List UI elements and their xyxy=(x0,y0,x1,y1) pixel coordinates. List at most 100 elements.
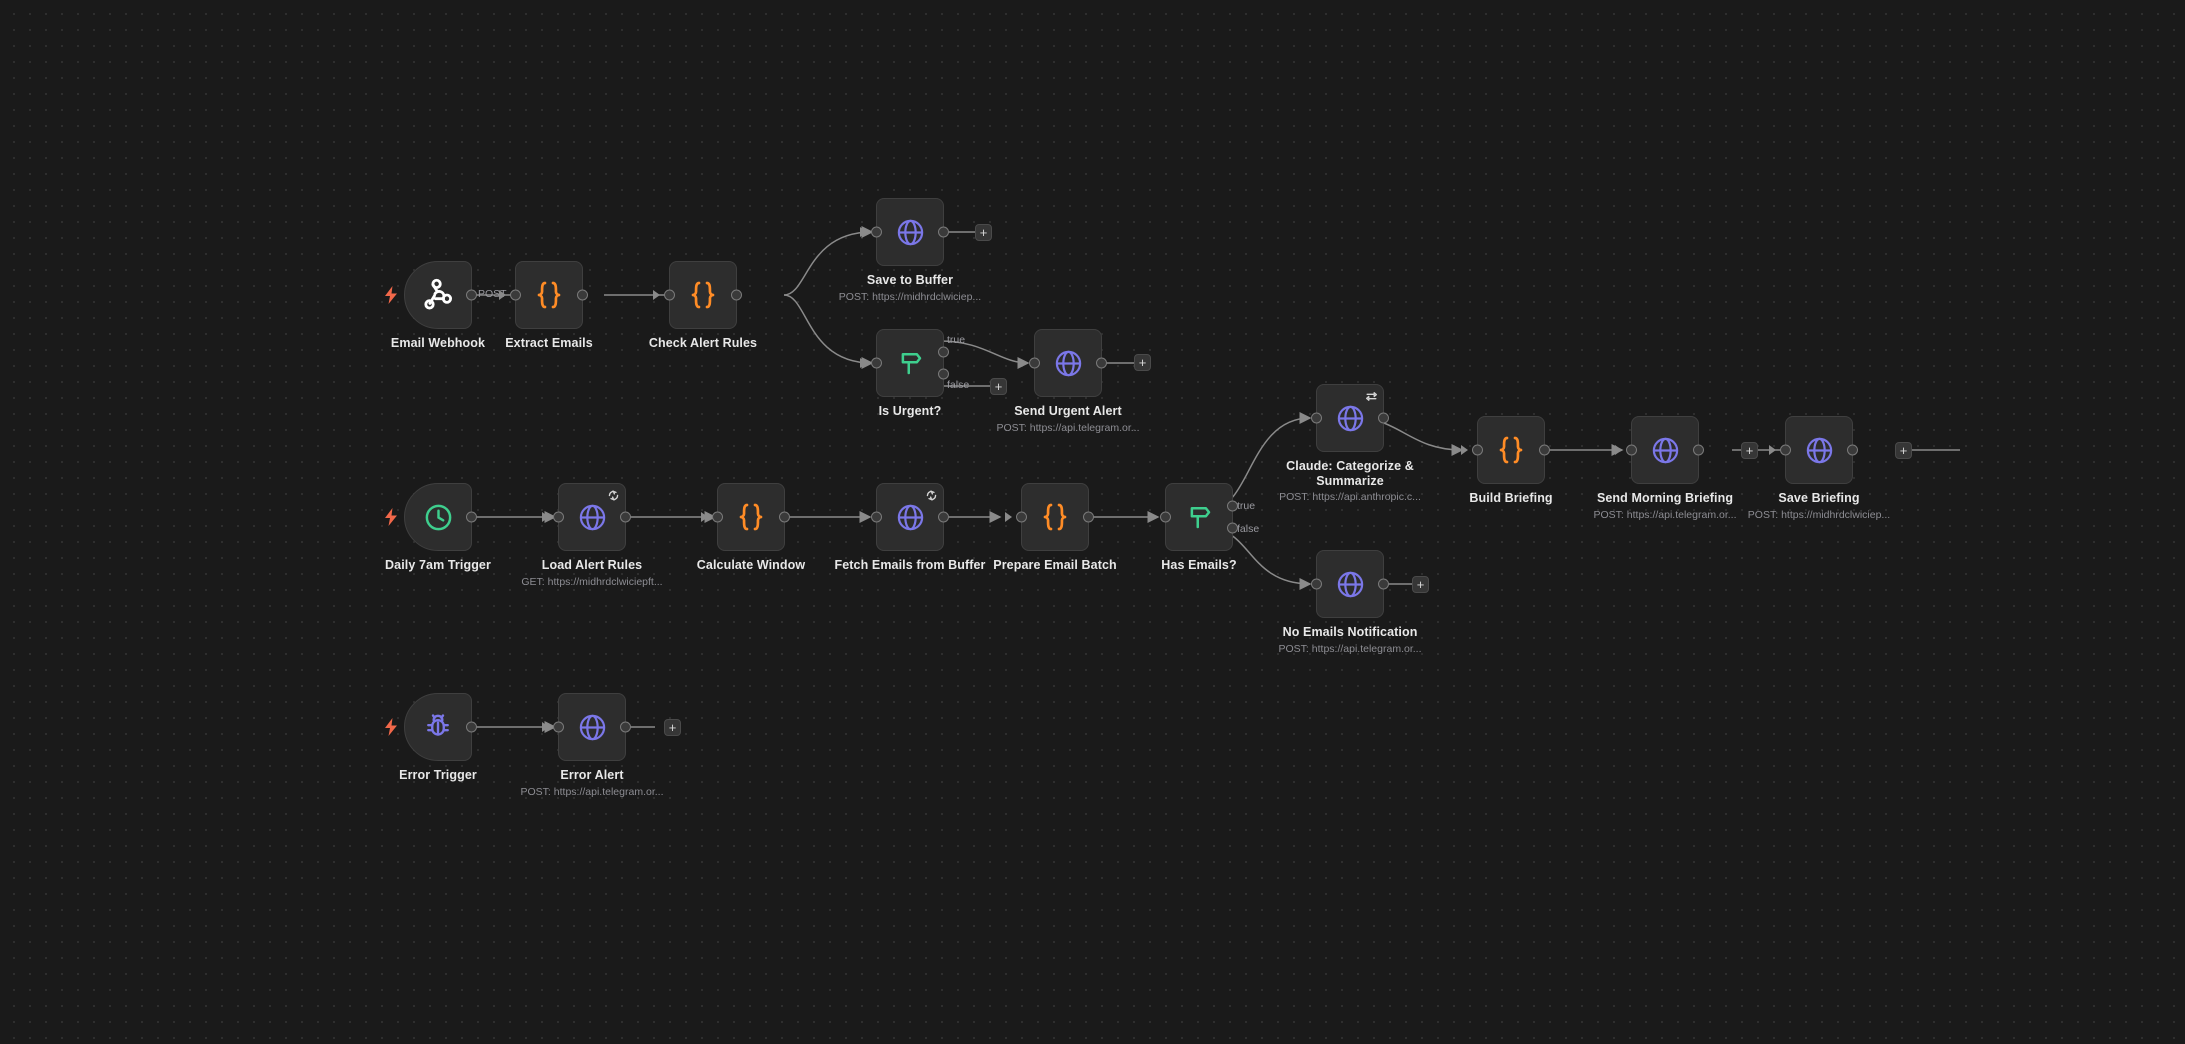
node-subtitle: POST: https://api.telegram.or... xyxy=(1278,643,1422,655)
edge-label-false: false xyxy=(1237,523,1260,535)
input-arrow xyxy=(701,512,708,522)
node-label: Send Morning Briefing xyxy=(1596,491,1734,505)
output-port[interactable] xyxy=(1378,578,1389,590)
input-arrow xyxy=(860,512,867,522)
node-subtitle: POST: https://api.telegram.or... xyxy=(996,422,1140,434)
node-email-webhook[interactable]: Email Webhook xyxy=(391,261,485,350)
node-label: Is Urgent? xyxy=(878,404,942,418)
input-port[interactable] xyxy=(1626,444,1637,456)
node-label: No Emails Notification xyxy=(1282,625,1418,639)
input-arrow xyxy=(499,290,506,300)
node-error-trigger[interactable]: Error Trigger xyxy=(399,693,477,782)
add-node-button[interactable]: + xyxy=(990,378,1007,395)
input-port[interactable] xyxy=(1780,444,1791,456)
node-save-briefing[interactable]: Save Briefing POST: https://midhrdclwici… xyxy=(1748,416,1890,521)
node-build-briefing[interactable]: Build Briefing xyxy=(1461,416,1553,505)
retry-icon xyxy=(607,489,620,502)
globe-icon xyxy=(577,502,608,533)
input-port[interactable] xyxy=(1311,578,1322,590)
input-port[interactable] xyxy=(510,289,521,301)
input-port[interactable] xyxy=(1311,412,1322,424)
webhook-icon xyxy=(421,278,455,312)
output-port[interactable] xyxy=(938,511,949,523)
input-port[interactable] xyxy=(553,511,564,523)
output-port[interactable] xyxy=(620,511,631,523)
input-port[interactable] xyxy=(664,289,675,301)
node-calculate-window[interactable]: Calculate Window xyxy=(697,483,805,572)
output-port[interactable] xyxy=(731,289,742,301)
output-port[interactable] xyxy=(779,511,790,523)
node-label: Prepare Email Batch xyxy=(993,558,1117,572)
node-load-alert-rules[interactable]: Load Alert Rules GET: https://midhrdclwi… xyxy=(521,483,663,588)
node-label: Calculate Window xyxy=(696,558,806,572)
input-arrow xyxy=(860,227,867,237)
input-arrow xyxy=(542,512,549,522)
input-port[interactable] xyxy=(1160,511,1171,523)
node-save-to-buffer[interactable]: Save to Buffer POST: https://midhrdclwic… xyxy=(839,198,981,303)
output-port[interactable] xyxy=(577,289,588,301)
globe-icon xyxy=(1650,435,1681,466)
globe-icon xyxy=(1804,435,1835,466)
trigger-bolt-daily xyxy=(383,507,398,526)
add-node-button[interactable]: + xyxy=(1412,576,1429,593)
output-port[interactable] xyxy=(466,511,477,523)
input-port[interactable] xyxy=(553,721,564,733)
signpost-icon xyxy=(1184,502,1214,532)
output-port[interactable] xyxy=(1083,511,1094,523)
node-subtitle: POST: https://midhrdclwiciep... xyxy=(1747,509,1891,521)
node-label: Load Alert Rules xyxy=(541,558,643,572)
globe-icon xyxy=(895,502,926,533)
add-node-button[interactable]: + xyxy=(664,719,681,736)
output-port-false[interactable] xyxy=(1227,522,1238,534)
node-label: Email Webhook xyxy=(390,336,486,350)
node-send-urgent-alert[interactable]: Send Urgent Alert POST: https://api.tele… xyxy=(997,329,1139,434)
node-label: Check Alert Rules xyxy=(648,336,758,350)
node-is-urgent[interactable]: Is Urgent? xyxy=(860,329,949,418)
add-node-button[interactable]: + xyxy=(1134,354,1151,371)
output-port[interactable] xyxy=(1693,444,1704,456)
output-port[interactable] xyxy=(466,289,477,301)
node-send-morning-briefing[interactable]: Send Morning Briefing POST: https://api.… xyxy=(1594,416,1736,521)
node-fetch-emails-from-buffer[interactable]: Fetch Emails from Buffer xyxy=(834,483,985,572)
input-port[interactable] xyxy=(1029,357,1040,369)
input-port[interactable] xyxy=(1016,511,1027,523)
input-arrow xyxy=(1149,512,1156,522)
output-port-true[interactable] xyxy=(938,346,949,358)
input-port[interactable] xyxy=(871,511,882,523)
node-prepare-email-batch[interactable]: Prepare Email Batch xyxy=(993,483,1117,572)
node-label: Save Briefing xyxy=(1778,491,1860,505)
add-node-button[interactable]: + xyxy=(1895,442,1912,459)
output-port-false[interactable] xyxy=(938,368,949,380)
input-port[interactable] xyxy=(1472,444,1483,456)
bug-icon xyxy=(423,712,453,742)
node-claude-categorize-summarize[interactable]: Claude: Categorize & Summarize POST: htt… xyxy=(1279,384,1421,503)
input-port[interactable] xyxy=(712,511,723,523)
output-port-true[interactable] xyxy=(1227,500,1238,512)
output-port[interactable] xyxy=(620,721,631,733)
globe-icon xyxy=(1335,403,1366,434)
add-node-button[interactable]: + xyxy=(1741,442,1758,459)
input-port[interactable] xyxy=(871,357,882,369)
retry-icon xyxy=(925,489,938,502)
output-port[interactable] xyxy=(938,226,949,238)
node-has-emails[interactable]: Has Emails? xyxy=(1149,483,1238,572)
output-port[interactable] xyxy=(1096,357,1107,369)
add-node-button[interactable]: + xyxy=(975,224,992,241)
node-label: Save to Buffer xyxy=(866,273,954,287)
node-daily-7am-trigger[interactable]: Daily 7am Trigger xyxy=(385,483,491,572)
node-extract-emails[interactable]: Extract Emails xyxy=(499,261,593,350)
input-arrow xyxy=(1615,445,1622,455)
node-no-emails-notification[interactable]: No Emails Notification POST: https://api… xyxy=(1279,550,1421,655)
input-port[interactable] xyxy=(871,226,882,238)
node-check-alert-rules[interactable]: Check Alert Rules xyxy=(649,261,757,350)
code-braces-icon xyxy=(687,279,719,311)
globe-icon xyxy=(577,712,608,743)
node-error-alert[interactable]: Error Alert POST: https://api.telegram.o… xyxy=(521,693,663,798)
output-port[interactable] xyxy=(1539,444,1550,456)
output-port[interactable] xyxy=(1378,412,1389,424)
output-port[interactable] xyxy=(466,721,477,733)
node-label: Has Emails? xyxy=(1161,558,1237,572)
output-port[interactable] xyxy=(1847,444,1858,456)
